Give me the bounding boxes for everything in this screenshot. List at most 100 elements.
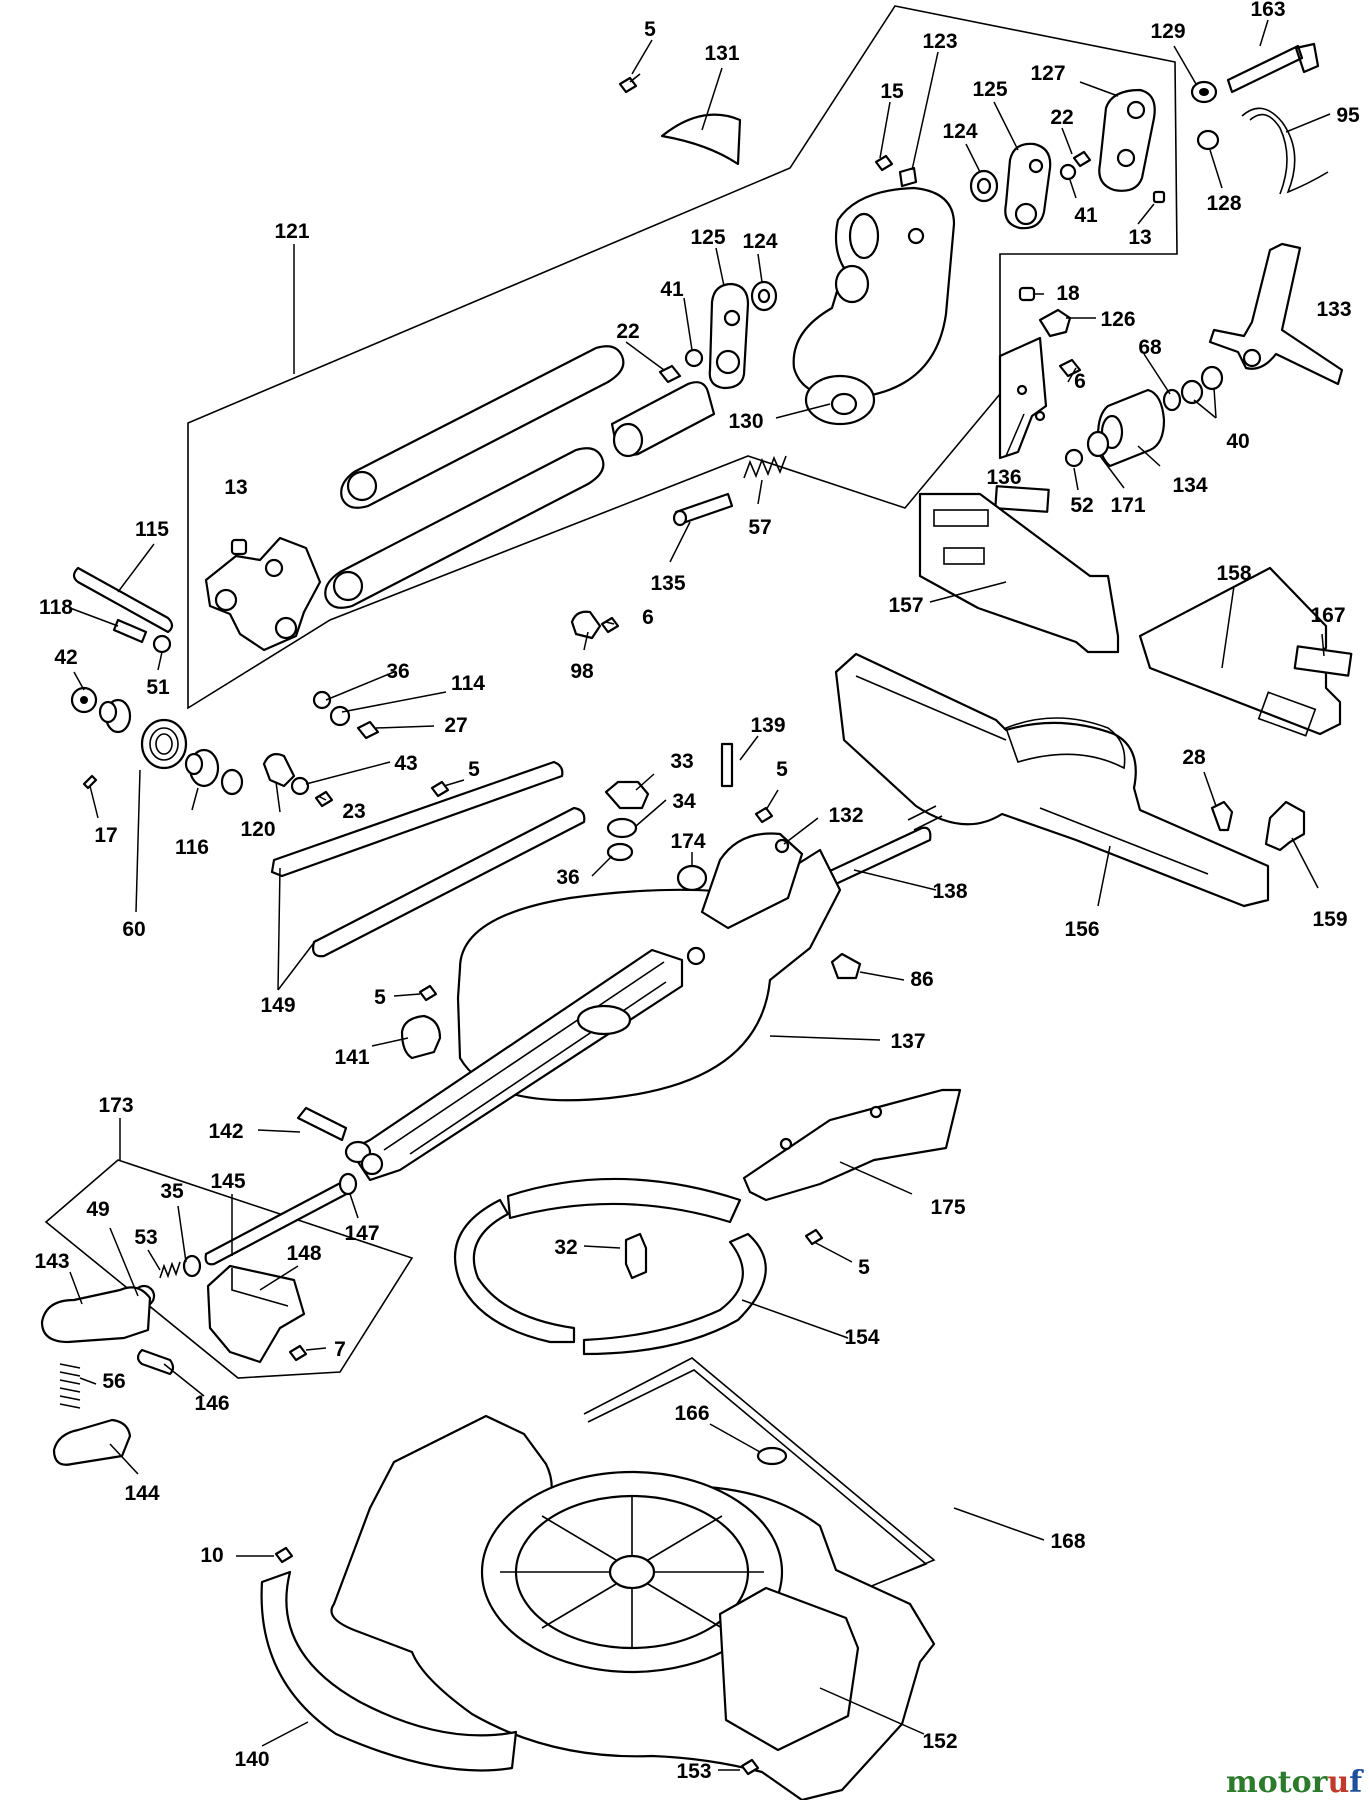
label-163: 163 bbox=[1250, 0, 1285, 21]
part-10-screw bbox=[274, 1546, 294, 1564]
label-22: 22 bbox=[1050, 106, 1073, 129]
label-138: 138 bbox=[932, 880, 967, 903]
label-33: 33 bbox=[670, 750, 693, 773]
label-132: 132 bbox=[828, 804, 863, 827]
label-168: 168 bbox=[1050, 1530, 1085, 1553]
label-35: 35 bbox=[160, 1180, 184, 1203]
label-41: 41 bbox=[660, 278, 684, 301]
part-118-screw bbox=[112, 618, 148, 644]
assembly-121-outline bbox=[187, 5, 1178, 710]
label-148: 148 bbox=[286, 1242, 321, 1265]
leader-lines bbox=[69, 19, 1331, 1771]
label-116: 116 bbox=[175, 836, 209, 859]
label-134: 134 bbox=[1172, 474, 1207, 497]
label-5: 5 bbox=[374, 986, 386, 1009]
screw-5-top bbox=[618, 73, 641, 94]
part-41-washer-left bbox=[684, 348, 704, 368]
label-7: 7 bbox=[334, 1338, 346, 1361]
watermark-letter: u bbox=[1327, 1765, 1349, 1800]
part-35-washer bbox=[182, 1254, 202, 1278]
part-28-screw bbox=[1210, 800, 1234, 832]
part-167-label bbox=[1293, 645, 1353, 677]
label-171: 171 bbox=[1110, 494, 1145, 517]
label-121: 121 bbox=[274, 220, 309, 243]
label-41: 41 bbox=[1074, 204, 1098, 227]
label-5: 5 bbox=[858, 1256, 870, 1279]
label-120: 120 bbox=[240, 818, 275, 841]
part-120-latch bbox=[262, 753, 296, 788]
part-152-base bbox=[330, 1414, 936, 1800]
label-52: 52 bbox=[1070, 494, 1093, 517]
label-22: 22 bbox=[616, 320, 639, 343]
label-135: 135 bbox=[650, 572, 685, 595]
part-159-knob bbox=[1264, 800, 1306, 852]
label-147: 147 bbox=[344, 1222, 379, 1245]
part-149-rails bbox=[270, 760, 586, 958]
label-173: 173 bbox=[98, 1094, 133, 1117]
part-60-spring bbox=[140, 718, 188, 770]
label-18: 18 bbox=[1056, 282, 1080, 305]
label-153: 153 bbox=[676, 1760, 711, 1783]
label-114: 114 bbox=[451, 672, 485, 695]
label-28: 28 bbox=[1182, 746, 1206, 769]
part-40-nut bbox=[1180, 379, 1204, 405]
label-57: 57 bbox=[748, 516, 771, 539]
part-136-bracket bbox=[998, 336, 1048, 460]
part-6-screw-right bbox=[1058, 358, 1082, 378]
label-125: 125 bbox=[972, 78, 1007, 101]
part-68-washer bbox=[1162, 388, 1182, 412]
part-124-washer-right bbox=[969, 169, 999, 203]
part-95-cable bbox=[1241, 107, 1329, 195]
label-32: 32 bbox=[554, 1236, 577, 1259]
part-163-hex-key bbox=[1226, 42, 1320, 94]
label-68: 68 bbox=[1138, 336, 1162, 359]
part-143-handle bbox=[40, 1286, 152, 1344]
label-129: 129 bbox=[1150, 20, 1185, 43]
part-156-fence-base bbox=[834, 652, 1270, 908]
part-43-washer bbox=[290, 776, 310, 796]
label-124: 124 bbox=[742, 230, 777, 253]
label-49: 49 bbox=[86, 1198, 109, 1221]
label-125: 125 bbox=[690, 226, 725, 249]
part-133-lever bbox=[1208, 242, 1344, 386]
part-36-114-27-hardware bbox=[312, 690, 380, 740]
watermark-letter: r bbox=[1312, 1765, 1329, 1800]
part-labels: 5 131 123 129 163 15 125 127 22 95 124 4… bbox=[34, 0, 1360, 1783]
label-5: 5 bbox=[776, 758, 788, 781]
label-43: 43 bbox=[394, 752, 417, 775]
label-15: 15 bbox=[880, 80, 904, 103]
part-175-plate bbox=[742, 1088, 962, 1202]
part-174-plug bbox=[676, 864, 708, 892]
label-95: 95 bbox=[1336, 104, 1360, 127]
label-157: 157 bbox=[888, 594, 923, 617]
label-128: 128 bbox=[1206, 192, 1241, 215]
part-127-plate bbox=[1098, 88, 1156, 192]
part-22-41-hardware-right bbox=[1059, 150, 1166, 204]
part-5-screw-table bbox=[418, 984, 438, 1002]
label-5: 5 bbox=[468, 758, 480, 781]
part-139-strip bbox=[720, 742, 734, 788]
watermark: motoruf bbox=[1226, 1765, 1364, 1800]
part-128-cap bbox=[1196, 129, 1220, 151]
part-13-nut-left bbox=[230, 538, 248, 556]
part-134-roller bbox=[1096, 388, 1166, 468]
part-121-rails bbox=[324, 345, 716, 609]
label-141: 141 bbox=[334, 1046, 369, 1069]
part-5-screw-bottom bbox=[804, 1228, 824, 1246]
label-174: 174 bbox=[670, 830, 705, 853]
label-167: 167 bbox=[1310, 604, 1345, 627]
label-10: 10 bbox=[200, 1544, 223, 1567]
part-154-ring bbox=[453, 1177, 767, 1356]
part-17-pin bbox=[82, 774, 98, 790]
part-32-bolt bbox=[624, 1232, 648, 1280]
label-118: 118 bbox=[39, 596, 73, 619]
part-166-pad bbox=[756, 1446, 788, 1466]
watermark-letter: o bbox=[1258, 1765, 1278, 1800]
part-15-123-hardware bbox=[874, 154, 918, 188]
label-6: 6 bbox=[642, 606, 654, 629]
label-115: 115 bbox=[135, 518, 169, 541]
part-153-screw bbox=[740, 1758, 760, 1776]
label-123: 123 bbox=[922, 30, 957, 53]
label-51: 51 bbox=[146, 676, 170, 699]
